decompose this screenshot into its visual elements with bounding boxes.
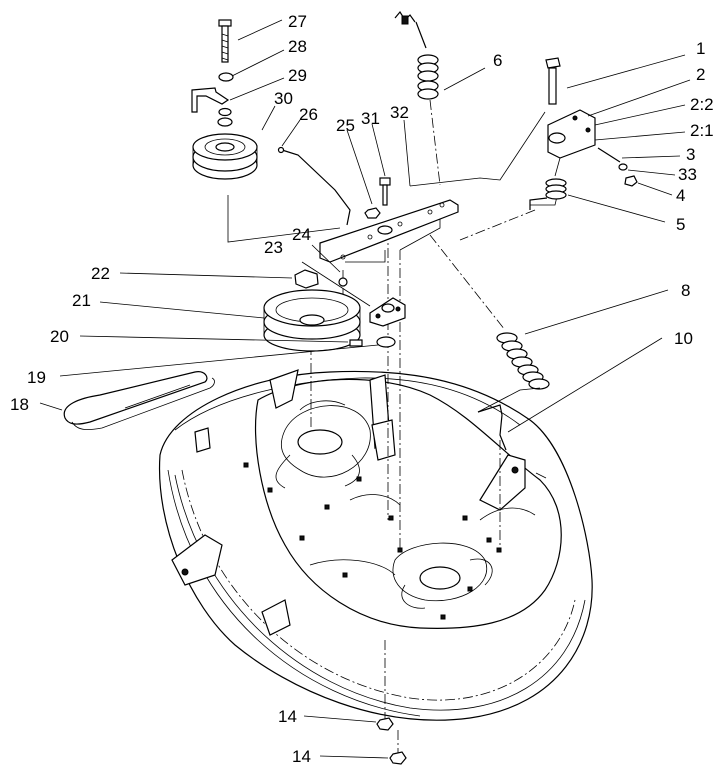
part-10-rod <box>477 404 507 451</box>
part-32-idler-plate <box>319 199 459 263</box>
label-21: 21 <box>72 291 91 310</box>
mower-deck <box>158 369 593 721</box>
label-27: 27 <box>288 12 307 31</box>
part-29-idler-arm <box>191 87 230 113</box>
label-2: 2 <box>696 65 705 84</box>
part-21-pulley <box>263 289 361 352</box>
part-28-washer <box>218 72 234 82</box>
label-32: 32 <box>390 103 409 122</box>
label-3: 3 <box>686 145 695 164</box>
part-14-nut-lower <box>389 751 407 765</box>
part-26-belt-guide <box>281 149 351 226</box>
label-29: 29 <box>288 66 307 85</box>
part-23-idler-mount <box>369 297 406 327</box>
leader-lines <box>39 19 691 759</box>
label-5: 5 <box>676 215 685 234</box>
label-30: 30 <box>274 89 293 108</box>
label-2-2: 2:2 <box>690 95 714 114</box>
part-24-washer <box>338 277 348 287</box>
part-27-bolt <box>218 19 232 63</box>
part-3-pin <box>597 147 621 163</box>
part-6-spring <box>394 10 441 186</box>
part-2-bracket <box>547 109 596 177</box>
callout-labels: 27 28 29 30 26 25 31 32 6 1 2 2:2 2:1 3 … <box>10 12 714 766</box>
label-6: 6 <box>493 51 502 70</box>
part-31-bolt <box>379 177 391 206</box>
label-10: 10 <box>674 329 693 348</box>
part-19-washer <box>376 336 396 348</box>
part-1-bolt <box>545 57 561 105</box>
label-1: 1 <box>696 39 705 58</box>
label-2-1: 2:1 <box>690 121 714 140</box>
part-5-spring <box>529 178 567 210</box>
label-4: 4 <box>676 186 685 205</box>
part-18-belt <box>63 371 215 431</box>
label-23: 23 <box>264 238 283 257</box>
label-28: 28 <box>288 37 307 56</box>
part-4-nut <box>624 175 638 187</box>
label-8: 8 <box>681 281 690 300</box>
label-14-upper: 14 <box>278 707 297 726</box>
label-24: 24 <box>292 225 311 244</box>
label-33: 33 <box>678 165 697 184</box>
part-33-washer <box>618 163 628 171</box>
label-26: 26 <box>299 105 318 124</box>
label-20: 20 <box>50 327 69 346</box>
label-31: 31 <box>361 109 380 128</box>
label-25: 25 <box>336 116 355 135</box>
part-25-nut <box>364 207 381 219</box>
label-18: 18 <box>10 395 29 414</box>
part-30-idler-pulley <box>192 133 258 180</box>
part-8-spring <box>496 332 550 390</box>
label-22: 22 <box>91 264 110 283</box>
label-14-lower: 14 <box>292 747 311 766</box>
part-22-nut <box>294 269 319 289</box>
label-19: 19 <box>27 368 46 387</box>
part-14-nut-upper <box>376 717 394 731</box>
part-20-bolt <box>349 339 363 347</box>
assembly-guide-lines <box>227 111 559 758</box>
